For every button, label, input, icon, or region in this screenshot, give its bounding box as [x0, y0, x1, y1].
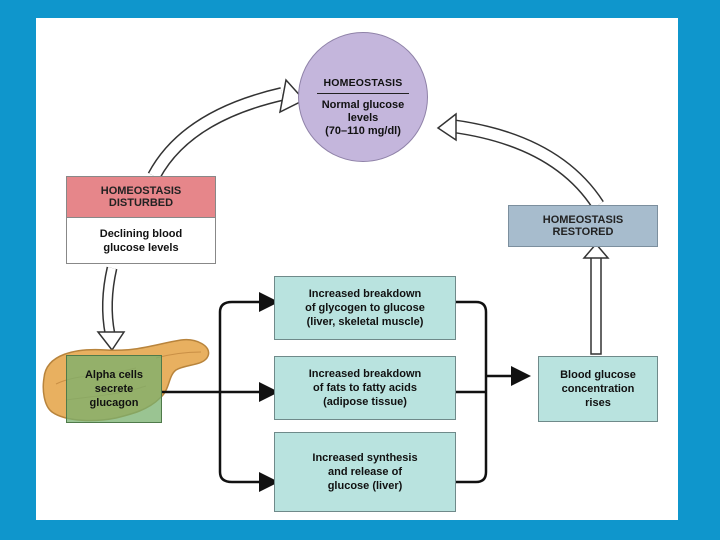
left-curved-arrow [147, 78, 306, 180]
disturbed-header: HOMEOSTASIS DISTURBED [67, 177, 215, 218]
effect-box-glycogen: Increased breakdown of glycogen to gluco… [274, 276, 456, 340]
up-hollow-arrow [582, 242, 610, 355]
declining-glucose-text: Declining blood glucose levels [99, 228, 183, 254]
homeostasis-divider [317, 93, 409, 94]
homeostasis-disturbed-box: HOMEOSTASIS DISTURBED Declining blood gl… [66, 176, 216, 264]
branch-connectors [162, 292, 531, 492]
right-curved-arrow [436, 112, 604, 209]
homeostasis-title: HOMEOSTASIS [323, 77, 403, 89]
homeostasis-restored-box: HOMEOSTASIS RESTORED [508, 205, 658, 247]
slide-canvas: HOMEOSTASIS Normal glucose levels (70–11… [36, 18, 678, 520]
effect-box-synthesis: Increased synthesis and release of gluco… [274, 432, 456, 512]
blood-glucose-rises-box: Blood glucose concentration rises [538, 356, 658, 422]
normal-glucose-text: Normal glucose levels (70–110 mg/dl) [321, 99, 405, 137]
effect-box-fats: Increased breakdown of fats to fatty aci… [274, 356, 456, 420]
alpha-cells-box: Alpha cells secrete glucagon [66, 355, 162, 423]
down-hollow-arrow [96, 266, 126, 352]
homeostasis-circle: HOMEOSTASIS Normal glucose levels (70–11… [298, 32, 428, 162]
